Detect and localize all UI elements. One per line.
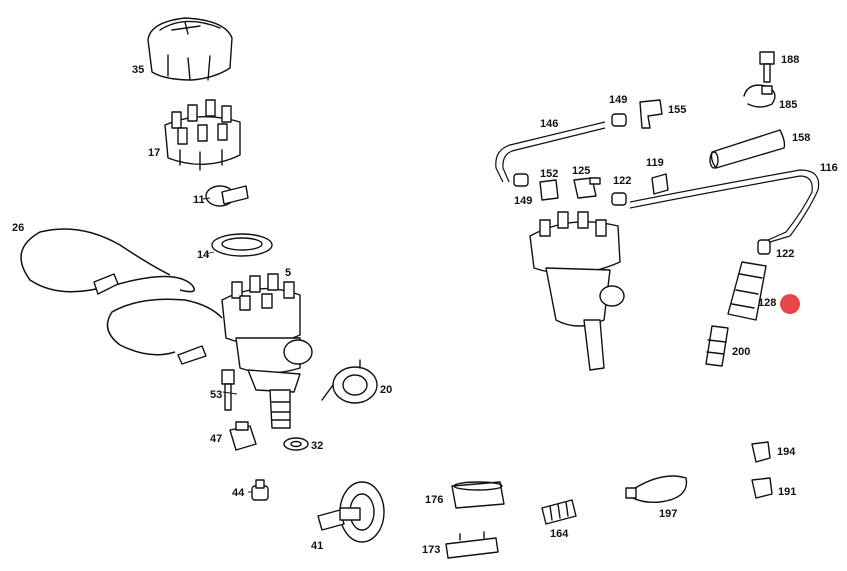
- part-128-plug-boot[interactable]: [727, 261, 767, 321]
- part-44-plug[interactable]: [251, 479, 269, 501]
- part-119-clip[interactable]: [651, 173, 669, 195]
- part-200-spark-plug[interactable]: [705, 325, 729, 367]
- part-5-distributor[interactable]: [221, 273, 313, 429]
- label-53[interactable]: 53: [210, 389, 222, 401]
- part-173-clamp[interactable]: [445, 531, 499, 559]
- label-11[interactable]: 11: [193, 194, 205, 206]
- part-164-connector-block[interactable]: [541, 499, 577, 525]
- label-200[interactable]: 200: [732, 346, 750, 358]
- label-35[interactable]: 35: [132, 64, 144, 76]
- part-32-washer[interactable]: [283, 437, 309, 451]
- label-119[interactable]: 119: [646, 157, 664, 169]
- label-14[interactable]: 14: [197, 249, 210, 261]
- label-20[interactable]: 20: [380, 384, 392, 396]
- label-185[interactable]: 185: [779, 99, 797, 111]
- label-194[interactable]: 194: [777, 446, 796, 458]
- part-labels: 35 17 11 14 5 26 53 47 44 20 32 41 176 1…: [12, 54, 838, 556]
- label-47[interactable]: 47: [210, 433, 222, 445]
- label-128[interactable]: 128: [758, 297, 776, 309]
- label-26[interactable]: 26: [12, 222, 24, 234]
- part-26-ignition-wire[interactable]: [20, 228, 223, 365]
- label-191[interactable]: 191: [778, 486, 796, 498]
- part-122-sleeve-upper[interactable]: [611, 192, 627, 206]
- label-32[interactable]: 32: [311, 440, 323, 452]
- label-116[interactable]: 116: [820, 162, 838, 174]
- label-41[interactable]: 41: [311, 540, 323, 552]
- part-149-connector-lower[interactable]: [513, 173, 529, 187]
- part-191-clip[interactable]: [751, 477, 773, 499]
- label-125[interactable]: 125: [572, 165, 590, 177]
- part-146-hose[interactable]: [495, 121, 606, 183]
- leader-lines: [202, 197, 252, 493]
- label-44[interactable]: 44: [232, 487, 245, 499]
- highlight-marker[interactable]: [780, 294, 800, 314]
- label-158[interactable]: 158: [792, 132, 810, 144]
- part-152-fitting[interactable]: [539, 179, 559, 201]
- part-53-bolt[interactable]: [221, 369, 235, 411]
- part-11-rotor[interactable]: [205, 185, 249, 207]
- label-149-lower[interactable]: 149: [514, 195, 532, 207]
- label-146[interactable]: 146: [540, 118, 558, 130]
- part-17-distributor-cap[interactable]: [164, 99, 241, 171]
- part-125-fitting[interactable]: [573, 177, 601, 199]
- label-149-upper[interactable]: 149: [609, 94, 627, 106]
- label-155[interactable]: 155: [668, 104, 686, 116]
- label-164[interactable]: 164: [550, 528, 569, 540]
- part-158-sleeve[interactable]: [709, 129, 786, 169]
- label-197[interactable]: 197: [659, 508, 677, 520]
- label-5[interactable]: 5: [285, 267, 291, 279]
- part-188-bolt[interactable]: [759, 51, 775, 83]
- part-176-bracket[interactable]: [451, 481, 505, 509]
- part-35-cap-cover[interactable]: [147, 17, 233, 81]
- part-155-fitting[interactable]: [639, 99, 663, 129]
- label-173[interactable]: 173: [422, 544, 440, 556]
- part-116-cable[interactable]: [629, 169, 820, 243]
- part-194-clip[interactable]: [751, 441, 771, 463]
- label-176[interactable]: 176: [425, 494, 443, 506]
- distributor-right: [529, 211, 625, 371]
- part-185-clamp[interactable]: [743, 84, 776, 108]
- label-17[interactable]: 17: [148, 147, 160, 159]
- part-197-cable-tie[interactable]: [625, 475, 688, 504]
- label-188[interactable]: 188: [781, 54, 799, 66]
- label-152[interactable]: 152: [540, 168, 558, 180]
- part-122-sleeve-lower[interactable]: [757, 239, 771, 255]
- part-20-vacuum-unit[interactable]: [321, 359, 378, 404]
- part-41-pulley[interactable]: [317, 481, 385, 543]
- label-122-upper[interactable]: 122: [613, 175, 631, 187]
- part-149-connector-upper[interactable]: [611, 113, 627, 127]
- label-122-lower[interactable]: 122: [776, 248, 794, 260]
- part-14-gasket[interactable]: [211, 233, 273, 257]
- part-47-connector[interactable]: [229, 421, 257, 451]
